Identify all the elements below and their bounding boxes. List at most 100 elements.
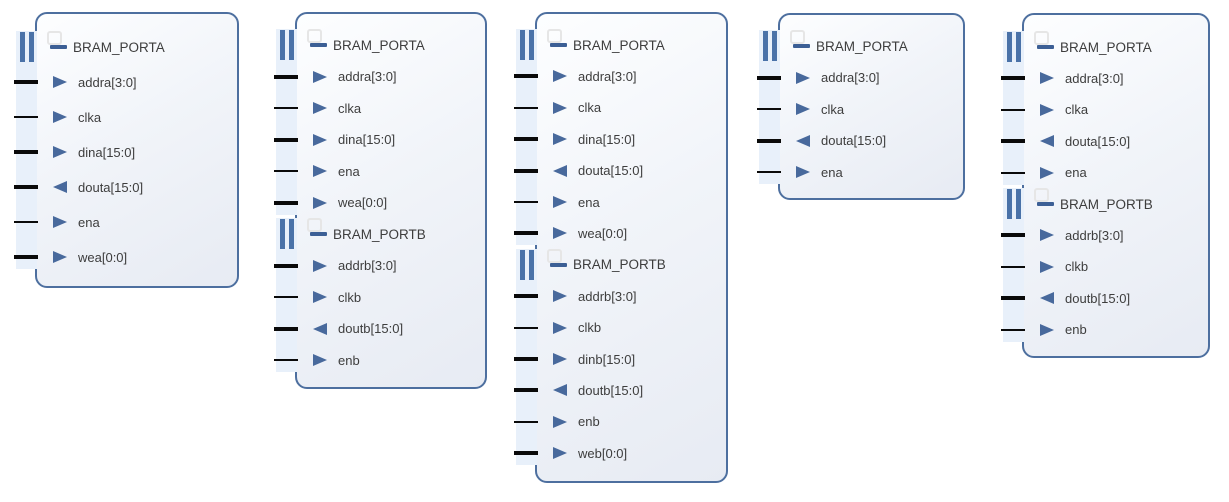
pin-row[interactable]: doutb[15:0] (274, 318, 485, 340)
collapse-icon[interactable] (550, 43, 567, 47)
pin-row[interactable]: douta[15:0] (514, 160, 726, 182)
pin-row[interactable]: enb (274, 349, 485, 371)
wire-pin-stub[interactable] (1001, 265, 1025, 268)
pin-row[interactable]: clka (14, 106, 237, 128)
bus-pin-stub[interactable] (14, 80, 38, 84)
collapse-icon[interactable] (793, 44, 810, 48)
pin-row[interactable]: addra[3:0] (514, 65, 726, 87)
wire-pin-stub[interactable] (514, 106, 538, 109)
bus-pin-stub[interactable] (274, 263, 298, 268)
collapse-icon[interactable] (1037, 45, 1054, 49)
wire-pin-stub[interactable] (757, 171, 781, 173)
collapse-icon[interactable] (310, 232, 327, 236)
wire-pin-stub[interactable] (274, 359, 298, 361)
bus-pin-stub[interactable] (1001, 139, 1025, 144)
wire-pin-stub[interactable] (514, 201, 538, 203)
pin-row[interactable]: enb (1001, 319, 1208, 341)
bus-pin-stub[interactable] (757, 138, 781, 143)
pin-row[interactable]: wea[0:0] (514, 222, 726, 244)
pin-row[interactable]: clka (274, 97, 485, 119)
bram-ip-block-3[interactable]: BRAM_PORTA addra[3:0] clka dina[15:0] douta[… (514, 12, 728, 483)
bus-pin-stub[interactable] (1001, 76, 1025, 81)
pin-row[interactable]: addra[3:0] (14, 71, 237, 93)
bus-pin-stub[interactable] (514, 451, 538, 456)
wire-pin-stub[interactable] (1001, 108, 1025, 111)
bus-pin-stub[interactable] (14, 255, 38, 259)
pin-row[interactable]: addra[3:0] (757, 67, 963, 89)
pin-row[interactable]: dina[15:0] (14, 141, 237, 163)
bus-pin-stub[interactable] (14, 150, 38, 154)
pin-row[interactable]: clka (757, 98, 963, 120)
wire-pin-stub[interactable] (274, 296, 298, 298)
pin-row[interactable]: wea[0:0] (274, 192, 485, 214)
pin-row[interactable]: clka (514, 97, 726, 119)
pin-row[interactable]: addrb[3:0] (514, 285, 726, 307)
collapse-icon[interactable] (50, 45, 67, 49)
interface-pin-icon[interactable] (520, 30, 534, 60)
interface-pin-icon[interactable] (20, 32, 34, 62)
collapse-icon[interactable] (310, 43, 327, 47)
interface-header: BRAM_PORTA (537, 29, 726, 56)
pin-row[interactable]: dina[15:0] (514, 128, 726, 150)
pin-row[interactable]: douta[15:0] (1001, 130, 1208, 152)
bus-pin-stub[interactable] (274, 74, 298, 79)
collapse-icon[interactable] (550, 262, 567, 267)
pin-row[interactable]: ena (14, 211, 237, 233)
pin-row[interactable]: doutb[15:0] (514, 379, 726, 401)
pin-row[interactable]: douta[15:0] (757, 130, 963, 152)
bus-pin-stub[interactable] (274, 137, 298, 142)
pin-row[interactable]: douta[15:0] (14, 176, 237, 198)
wire-pin-stub[interactable] (274, 107, 298, 109)
bus-pin-stub[interactable] (514, 168, 538, 173)
wire-pin-stub[interactable] (14, 221, 38, 223)
wire-pin-stub[interactable] (514, 420, 538, 423)
pin-row[interactable]: wea[0:0] (14, 246, 237, 268)
bus-pin-stub[interactable] (274, 326, 298, 331)
pin-row[interactable]: addrb[3:0] (274, 255, 485, 277)
bus-pin-stub[interactable] (14, 185, 38, 189)
bus-pin-stub[interactable] (1001, 296, 1025, 301)
collapse-icon[interactable] (1037, 202, 1054, 206)
pin-row[interactable]: ena (514, 191, 726, 213)
bus-pin-stub[interactable] (757, 75, 781, 80)
pin-row[interactable]: enb (514, 411, 726, 433)
pin-row[interactable]: doutb[15:0] (1001, 287, 1208, 309)
pin-row[interactable]: addra[3:0] (274, 66, 485, 88)
pin-row[interactable]: addrb[3:0] (1001, 224, 1208, 246)
pin-row[interactable]: ena (1001, 162, 1208, 184)
wire-pin-stub[interactable] (757, 108, 781, 110)
wire-pin-stub[interactable] (1001, 171, 1025, 174)
pin-row[interactable]: clkb (1001, 256, 1208, 278)
pin-row[interactable]: web[0:0] (514, 442, 726, 464)
interface-pin-icon[interactable] (1007, 32, 1021, 62)
pin-row[interactable]: clka (1001, 99, 1208, 121)
bus-pin-stub[interactable] (514, 74, 538, 79)
bus-pin-stub[interactable] (274, 200, 298, 205)
bus-pin-stub[interactable] (514, 231, 538, 236)
pin-row[interactable]: clkb (514, 317, 726, 339)
interface-pin-icon[interactable] (763, 31, 777, 61)
pin-row[interactable]: ena (757, 161, 963, 183)
pin-row[interactable]: ena (274, 160, 485, 182)
bus-pin-stub[interactable] (514, 294, 538, 299)
bus-pin-stub[interactable] (514, 137, 538, 142)
pin-row[interactable]: clkb (274, 286, 485, 308)
wire-pin-stub[interactable] (1001, 328, 1025, 331)
bus-pin-stub[interactable] (1001, 233, 1025, 238)
interface-pin-icon[interactable] (1007, 189, 1021, 219)
interface-pin-icon[interactable] (280, 219, 294, 249)
wire-pin-stub[interactable] (514, 326, 538, 329)
pin-row[interactable]: addra[3:0] (1001, 67, 1208, 89)
wire-pin-stub[interactable] (274, 170, 298, 172)
interface-pin-icon[interactable] (280, 30, 294, 60)
bus-pin-stub[interactable] (514, 388, 538, 393)
interface-pin-icon[interactable] (520, 249, 534, 280)
pin-row[interactable]: dina[15:0] (274, 129, 485, 151)
wire-pin-stub[interactable] (14, 116, 38, 118)
bus-pin-stub[interactable] (514, 357, 538, 361)
pin-row[interactable]: dinb[15:0] (514, 348, 726, 370)
